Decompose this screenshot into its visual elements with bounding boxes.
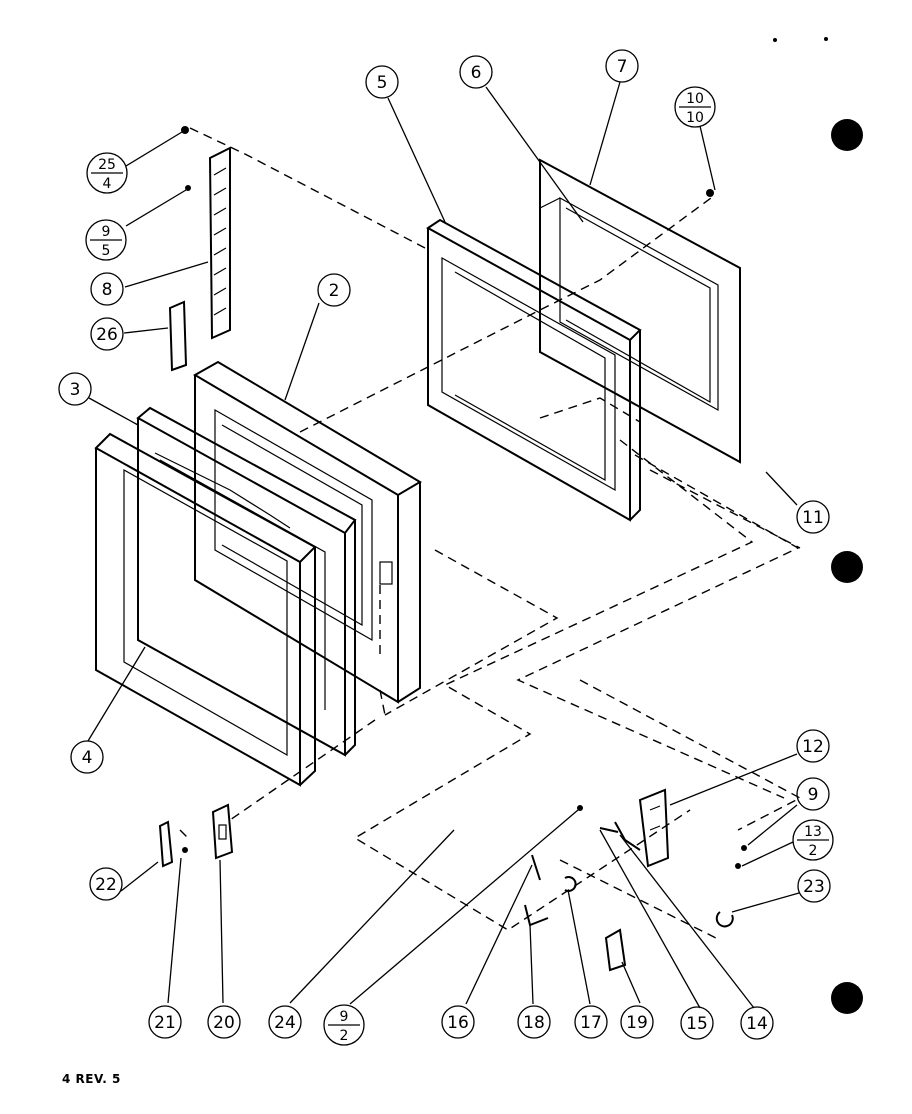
part-screw xyxy=(735,863,741,869)
fraction-13-2-top: 13 xyxy=(804,824,822,840)
part-latch-bar xyxy=(208,146,231,340)
callout-14: 14 xyxy=(740,1006,774,1040)
part-latch-handle xyxy=(211,803,234,860)
callout-26-label: 26 xyxy=(96,325,118,345)
fraction-13-2-bottom: 2 xyxy=(809,843,818,859)
part-screw xyxy=(577,805,583,811)
callout-15-label: 15 xyxy=(686,1014,708,1034)
callout-15: 15 xyxy=(680,1006,714,1040)
fraction-9-5-top: 9 xyxy=(102,224,111,240)
part-outer-trim-frame xyxy=(94,432,317,787)
callout-21: 21 xyxy=(148,1005,182,1039)
callout-6: 6 xyxy=(459,55,493,89)
part-hinge-assembly xyxy=(524,788,734,972)
part-gasket xyxy=(136,406,357,757)
callout-18: 18 xyxy=(517,1005,551,1039)
fraction-callout-25-4: 25 4 xyxy=(86,152,128,194)
fraction-10-10-top: 10 xyxy=(686,91,704,107)
part-spacer-block xyxy=(168,300,188,372)
callout-19-label: 19 xyxy=(626,1013,648,1033)
callout-16: 16 xyxy=(441,1005,475,1039)
fraction-callout-13-2: 13 2 xyxy=(792,819,834,861)
callout-22-label: 22 xyxy=(95,875,117,895)
registration-dot xyxy=(831,551,863,583)
fraction-25-4-bottom: 4 xyxy=(103,176,112,192)
fraction-9-2-bottom: 2 xyxy=(340,1028,349,1044)
callout-7: 7 xyxy=(605,49,639,83)
callout-20-label: 20 xyxy=(213,1013,235,1033)
callout-18-label: 18 xyxy=(523,1013,545,1033)
fraction-9-2-top: 9 xyxy=(340,1009,349,1025)
revision-footer: 4 REV. 5 xyxy=(62,1072,121,1086)
callout-12: 12 xyxy=(796,729,830,763)
callout-9-label: 9 xyxy=(808,785,819,805)
callout-24-label: 24 xyxy=(274,1013,296,1033)
assembly-guide-lines xyxy=(179,127,802,941)
callout-12-label: 12 xyxy=(802,737,824,757)
callout-17: 17 xyxy=(574,1005,608,1039)
callout-24: 24 xyxy=(268,1005,302,1039)
fraction-callout-9-2: 9 2 xyxy=(323,1004,365,1046)
callout-4: 4 xyxy=(70,740,104,774)
part-screw xyxy=(182,847,188,853)
part-window-screen xyxy=(539,158,741,464)
callout-22: 22 xyxy=(89,867,123,901)
callout-5-label: 5 xyxy=(377,73,388,93)
callout-2: 2 xyxy=(317,273,351,307)
speck-mark xyxy=(824,37,828,41)
part-latch-cover xyxy=(158,820,174,868)
callout-2-label: 2 xyxy=(329,281,340,301)
callout-17-label: 17 xyxy=(580,1013,602,1033)
callout-21-label: 21 xyxy=(154,1013,176,1033)
part-screw xyxy=(181,126,189,134)
fraction-10-10-bottom: 10 xyxy=(686,110,704,126)
registration-dot xyxy=(831,982,863,1014)
speck-mark xyxy=(773,38,777,42)
part-inner-door-panel xyxy=(193,360,422,704)
callout-26: 26 xyxy=(90,317,124,351)
callout-6-label: 6 xyxy=(471,63,482,83)
callout-4-label: 4 xyxy=(82,748,93,768)
leader-lines xyxy=(87,81,800,1009)
fraction-callout-10-10: 10 10 xyxy=(674,86,716,128)
registration-dot xyxy=(831,119,863,151)
callout-23: 23 xyxy=(797,869,831,903)
fraction-25-4-top: 25 xyxy=(98,157,116,173)
callout-11: 11 xyxy=(796,500,830,534)
fraction-9-5-bottom: 5 xyxy=(102,243,111,259)
callout-3-label: 3 xyxy=(70,380,81,400)
callout-7-label: 7 xyxy=(617,57,628,77)
callout-16-label: 16 xyxy=(447,1013,469,1033)
part-screw xyxy=(706,189,714,197)
callout-8-label: 8 xyxy=(102,280,113,300)
callout-14-label: 14 xyxy=(746,1014,768,1034)
part-screw xyxy=(185,185,191,191)
callout-20: 20 xyxy=(207,1005,241,1039)
callout-3: 3 xyxy=(58,372,92,406)
part-door-frame xyxy=(426,218,642,522)
callout-23-label: 23 xyxy=(803,877,825,897)
callout-8: 8 xyxy=(90,272,124,306)
callout-11-label: 11 xyxy=(802,508,824,528)
callout-5: 5 xyxy=(365,65,399,99)
fraction-callout-9-5: 9 5 xyxy=(85,219,127,261)
part-screw xyxy=(741,845,747,851)
callout-19: 19 xyxy=(620,1005,654,1039)
callout-9: 9 xyxy=(796,777,830,811)
